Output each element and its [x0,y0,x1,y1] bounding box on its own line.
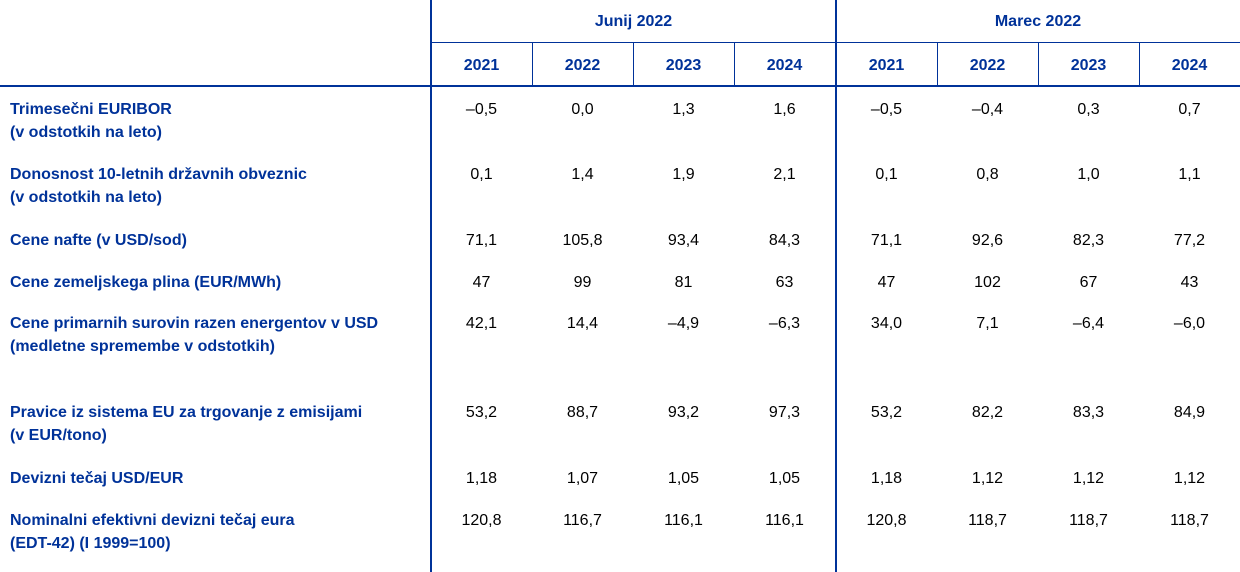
cell-value: 105,8 [562,232,603,249]
cell-value: 47 [472,274,491,291]
cell-value: 7,1 [976,315,999,332]
row-label: Donosnost 10-letnih državnih obveznic (v… [10,166,307,206]
cell-value: 1,9 [672,166,695,183]
cell-value: 93,4 [667,232,700,249]
cell-value: 67 [1079,274,1098,291]
cell-value: 82,3 [1072,232,1105,249]
row-label: Trimesečni EURIBOR (v odstotkih na leto) [10,101,172,141]
cell-value: 118,7 [968,512,1007,529]
cell-value: 116,1 [664,512,703,529]
cell-value: –0,5 [870,101,903,118]
cell-value: 42,1 [465,315,498,332]
cell-value: 81 [674,274,693,291]
cell-value: 1,0 [1077,166,1100,183]
year-header: 2023 [665,57,702,74]
cell-value: 47 [877,274,896,291]
cell-value: 53,2 [465,404,498,421]
cell-value: 118,7 [1170,512,1209,529]
cell-value: 84,3 [768,232,801,249]
row-label: Cene primarnih surovin razen energentov … [10,315,379,355]
cell-value: 82,2 [971,404,1004,421]
divider [0,85,1240,87]
cell-value: –6,0 [1173,315,1206,332]
cell-value: –4,9 [667,315,700,332]
cell-value: 0,0 [571,101,594,118]
cell-value: 116,7 [563,512,602,529]
year-header: 2022 [564,57,601,74]
year-header: 2023 [1070,57,1107,74]
divider [937,43,938,86]
cell-value: –6,4 [1072,315,1105,332]
cell-value: 2,1 [773,166,796,183]
cell-value: 0,8 [976,166,999,183]
cell-value: 1,12 [1072,470,1105,487]
divider [734,43,735,86]
cell-value: 120,8 [866,512,907,529]
cell-value: –6,3 [768,315,801,332]
year-header: 2022 [969,57,1006,74]
row-label: Cene nafte (v USD/sod) [10,232,187,249]
cell-value: 84,9 [1173,404,1206,421]
cell-value: 63 [775,274,794,291]
group-header: Marec 2022 [994,13,1082,30]
cell-value: 0,3 [1077,101,1100,118]
group-header: Junij 2022 [594,13,673,30]
divider [835,0,837,572]
year-header: 2024 [766,57,803,74]
divider [1038,43,1039,86]
cell-value: 53,2 [870,404,903,421]
cell-value: 116,1 [765,512,804,529]
year-header: 2021 [868,57,905,74]
cell-value: 1,07 [566,470,599,487]
cell-value: 43 [1180,274,1199,291]
cell-value: 71,1 [465,232,498,249]
cell-value: 88,7 [566,404,599,421]
cell-value: 77,2 [1173,232,1206,249]
year-header: 2021 [463,57,500,74]
cell-value: 71,1 [870,232,903,249]
cell-value: 99 [573,274,592,291]
cell-value: 92,6 [971,232,1004,249]
cell-value: 118,7 [1069,512,1108,529]
cell-value: 1,18 [870,470,903,487]
row-label: Devizni tečaj USD/EUR [10,470,184,487]
cell-value: 0,1 [875,166,898,183]
cell-value: 1,4 [571,166,594,183]
cell-value: 0,7 [1178,101,1201,118]
cell-value: 1,1 [1178,166,1201,183]
cell-value: 1,6 [773,101,796,118]
divider [431,42,1240,43]
cell-value: 1,3 [672,101,695,118]
cell-value: 102 [974,274,1001,291]
cell-value: 1,05 [667,470,700,487]
cell-value: 1,18 [465,470,498,487]
cell-value: 14,4 [566,315,599,332]
cell-value: 93,2 [667,404,700,421]
cell-value: 1,12 [1173,470,1206,487]
cell-value: –0,5 [465,101,498,118]
divider [633,43,634,86]
cell-value: 34,0 [870,315,903,332]
cell-value: 97,3 [768,404,801,421]
cell-value: 0,1 [470,166,493,183]
cell-value: 1,05 [768,470,801,487]
divider [532,43,533,86]
divider [1139,43,1140,86]
row-label: Cene zemeljskega plina (EUR/MWh) [10,274,282,291]
cell-value: 120,8 [461,512,502,529]
row-label: Nominalni efektivni devizni tečaj eura (… [10,512,295,552]
year-header: 2024 [1171,57,1208,74]
row-label: Pravice iz sistema EU za trgovanje z emi… [10,404,363,444]
divider [430,0,432,572]
cell-value: 1,12 [971,470,1004,487]
cell-value: 83,3 [1072,404,1105,421]
cell-value: –0,4 [971,101,1004,118]
